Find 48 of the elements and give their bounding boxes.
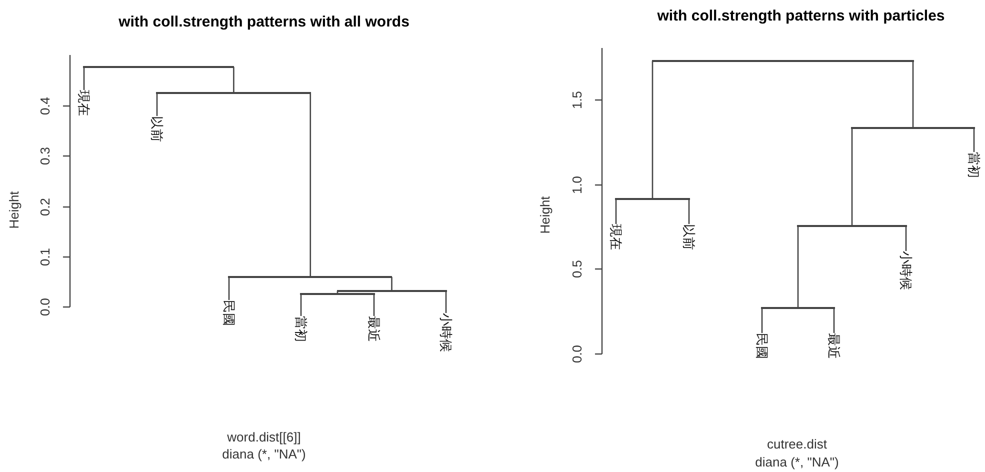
axis-title: Height xyxy=(6,191,22,229)
leaf-label: 最近 xyxy=(826,333,842,359)
dendrogram-branch xyxy=(851,128,853,226)
dendrogram-branch xyxy=(797,226,799,308)
dendrogram-branch xyxy=(228,277,230,300)
dendrogram-branch xyxy=(445,291,447,313)
leaf-label: 現在 xyxy=(76,90,92,116)
dendrogram-branch xyxy=(615,199,617,224)
leaf-label: 以前 xyxy=(150,116,164,142)
dendrogram-branch xyxy=(973,128,975,152)
leaf-label: 以前 xyxy=(682,224,696,250)
axis-caption: cutree.dist xyxy=(767,436,827,452)
leaf-label: 民國 xyxy=(754,333,770,359)
dendrogram-branch xyxy=(83,67,85,90)
dendrogram-branch xyxy=(373,294,375,316)
leaf-label: 小時候 xyxy=(898,251,914,290)
dendrogram-branch xyxy=(905,226,907,251)
dendrogram-branch xyxy=(391,277,392,291)
dendrogram-branch xyxy=(156,93,158,116)
leaf-label: 當初 xyxy=(966,152,982,178)
leaf-label: 當初 xyxy=(294,316,308,342)
tick-label: 0.0 xyxy=(570,344,584,364)
dendrogram-branch xyxy=(833,308,835,333)
tick-label: 0.0 xyxy=(38,298,52,316)
tick-label: 1.5 xyxy=(570,90,584,110)
chart-title: with coll.strength patterns with particles xyxy=(657,8,945,24)
dendrogram-branch xyxy=(233,67,234,93)
dendrogram-branch xyxy=(688,199,690,224)
axis-title: Height xyxy=(538,196,552,234)
leaf-label: 最近 xyxy=(366,316,382,342)
dendrogram-branch xyxy=(652,61,654,199)
chart-title: with coll.strength patterns with all words xyxy=(118,14,410,30)
leaf-label: 現在 xyxy=(608,224,624,250)
axis-caption: diana (*, "NA") xyxy=(755,454,839,470)
axis-caption: diana (*, "NA") xyxy=(222,446,306,462)
leaf-label: 小時候 xyxy=(438,313,454,352)
tick-label: 0.5 xyxy=(570,260,584,278)
leaf-label: 民國 xyxy=(222,300,236,326)
tick-label: 0.1 xyxy=(38,248,52,266)
dendrogram-branch xyxy=(300,294,302,316)
tick-label: 0.3 xyxy=(38,146,52,166)
axis-caption: word.dist[[6]] xyxy=(227,430,301,444)
dendrogram-branch xyxy=(912,61,914,128)
tick-label: 1.0 xyxy=(570,176,584,194)
tick-label: 0.2 xyxy=(38,198,52,216)
tick-label: 0.4 xyxy=(38,96,52,116)
dendrogram-branch xyxy=(310,93,312,277)
dendrogram-branch xyxy=(761,308,763,333)
